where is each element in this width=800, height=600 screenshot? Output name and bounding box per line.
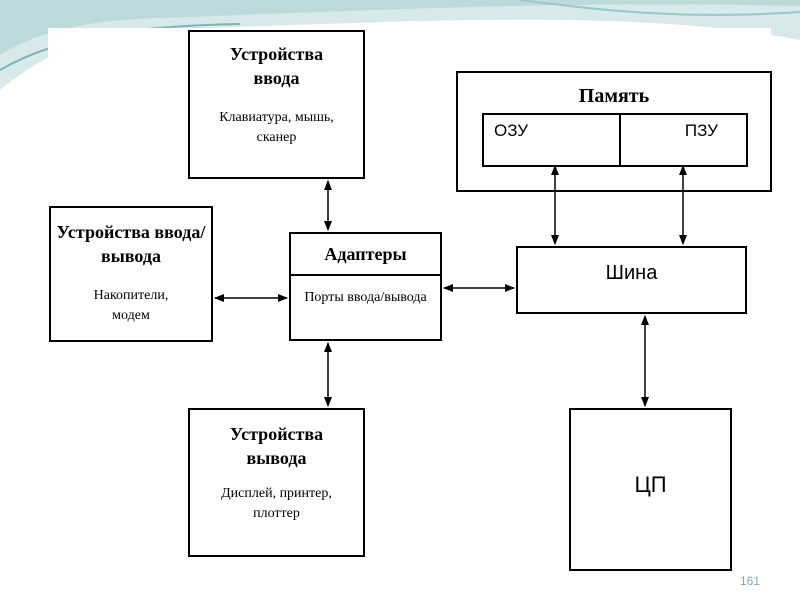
bus-title: Шина xyxy=(605,262,658,284)
ram-cell: ОЗУ xyxy=(484,115,621,165)
input-devices-title: Устройства ввода xyxy=(229,44,324,88)
adapters-title: Адаптеры xyxy=(291,234,440,276)
output-devices-detail: Дисплей, принтер, плоттер xyxy=(221,486,332,521)
memory-cells: ОЗУ ПЗУ xyxy=(482,113,748,167)
bus-box: Шина xyxy=(516,246,747,314)
io-devices-detail: Накопители, модем xyxy=(93,288,169,323)
input-devices-detail: Клавиатура, мышь, сканер xyxy=(219,110,334,145)
rom-cell: ПЗУ xyxy=(684,121,718,140)
input-devices-box: Устройства ввода Клавиатура, мышь, скане… xyxy=(188,30,365,179)
memory-box: Память ОЗУ ПЗУ xyxy=(456,71,772,192)
adapters-box: Адаптеры Порты ввода/вывода xyxy=(289,232,442,341)
output-devices-box: Устройства вывода Дисплей, принтер, плот… xyxy=(188,408,365,557)
adapters-ports: Порты ввода/вывода xyxy=(304,290,427,305)
memory-title: Память xyxy=(578,85,650,107)
cpu-title: ЦП xyxy=(634,472,667,497)
io-devices-title: Устройства ввода/вывода xyxy=(56,222,206,266)
io-devices-box: Устройства ввода/вывода Накопители, моде… xyxy=(49,206,213,342)
cpu-box: ЦП xyxy=(569,408,732,571)
page-number: 161 xyxy=(739,574,760,588)
output-devices-title: Устройства вывода xyxy=(229,424,324,468)
